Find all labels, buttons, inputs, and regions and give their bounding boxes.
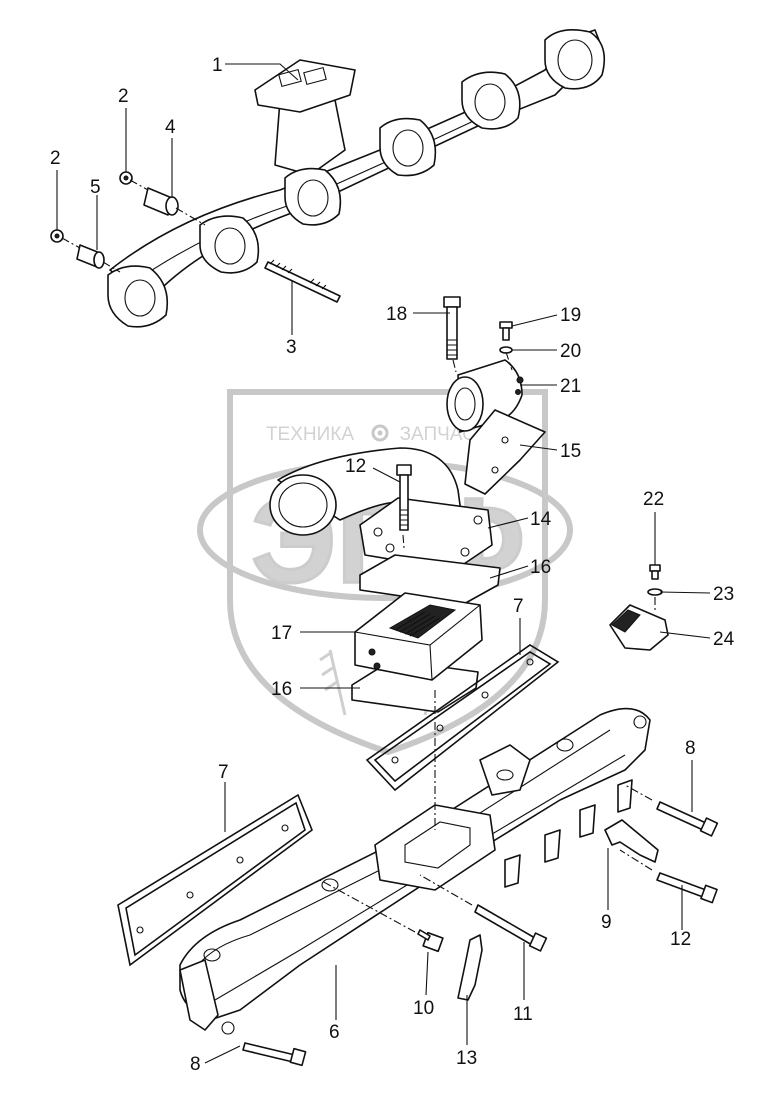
bolt-part-12-upper [396, 464, 412, 531]
sensor-part-24 [609, 604, 669, 651]
bracket-part-9 [604, 819, 659, 863]
callout-11: 11 [513, 1004, 533, 1025]
callout-12-lower: 12 [670, 929, 691, 950]
heater-block-part-17 [354, 592, 483, 681]
callout-15: 15 [560, 441, 581, 462]
gasket-part-7-left [117, 793, 313, 967]
callout-22: 22 [643, 489, 664, 510]
gasket-part-16-upper [359, 554, 501, 606]
callout-1: 1 [212, 55, 223, 76]
bolt-part-8-left [242, 1042, 307, 1067]
bolt-part-18 [443, 296, 461, 360]
callout-8-right: 8 [685, 738, 696, 759]
callout-20: 20 [560, 341, 581, 362]
stud-part-3 [264, 259, 341, 303]
callout-4: 4 [165, 117, 176, 138]
nut-part-2-upper [119, 171, 133, 185]
bolt-part-12-lower [656, 872, 718, 904]
bolt-part-8-right [656, 801, 719, 837]
bolt-part-10 [417, 929, 444, 953]
callout-3: 3 [286, 337, 297, 358]
intake-manifold-part-6 [179, 707, 651, 1035]
callout-17: 17 [271, 623, 292, 644]
washer-part-23 [647, 588, 663, 596]
callout-labels: 1 2 2 3 4 5 6 7 7 8 8 9 10 11 12 12 13 1… [50, 55, 735, 1075]
leader-lines [56, 63, 711, 1064]
elbow-pipe-part-14 [269, 447, 493, 571]
watermark-shield-icon [227, 389, 548, 756]
upper-exhaust-manifold [107, 29, 606, 328]
strap-part-13 [457, 934, 483, 1001]
nut-part-2-lower [50, 229, 64, 243]
callout-2-lower: 2 [50, 148, 61, 169]
screw-part-19 [499, 321, 513, 341]
callout-9: 9 [601, 912, 612, 933]
gasket-part-7-right [365, 644, 560, 792]
callout-6: 6 [329, 1022, 340, 1043]
callout-24: 24 [713, 629, 735, 650]
gear-icon [371, 424, 389, 442]
screw-part-22 [649, 564, 661, 580]
callout-13: 13 [456, 1048, 477, 1069]
callout-16-upper: 16 [530, 557, 551, 578]
callout-2-upper: 2 [118, 86, 129, 107]
spacer-part-4 [143, 187, 179, 216]
spacer-part-5 [76, 244, 105, 269]
callout-18: 18 [386, 304, 407, 325]
callout-5: 5 [90, 177, 101, 198]
callout-19: 19 [560, 305, 581, 326]
callout-7-right: 7 [513, 596, 524, 617]
bracket-part-15 [464, 409, 546, 495]
callout-16-lower: 16 [271, 679, 292, 700]
callout-12-upper: 12 [345, 456, 366, 477]
callout-23: 23 [713, 584, 734, 605]
callout-7-left: 7 [218, 762, 229, 783]
callout-21: 21 [560, 376, 581, 397]
watermark-text-left: ТЕХНИКА [266, 424, 354, 445]
callout-14: 14 [530, 509, 552, 530]
bolt-part-11 [474, 904, 548, 952]
callout-8-left: 8 [190, 1054, 201, 1075]
callout-10: 10 [413, 998, 434, 1019]
